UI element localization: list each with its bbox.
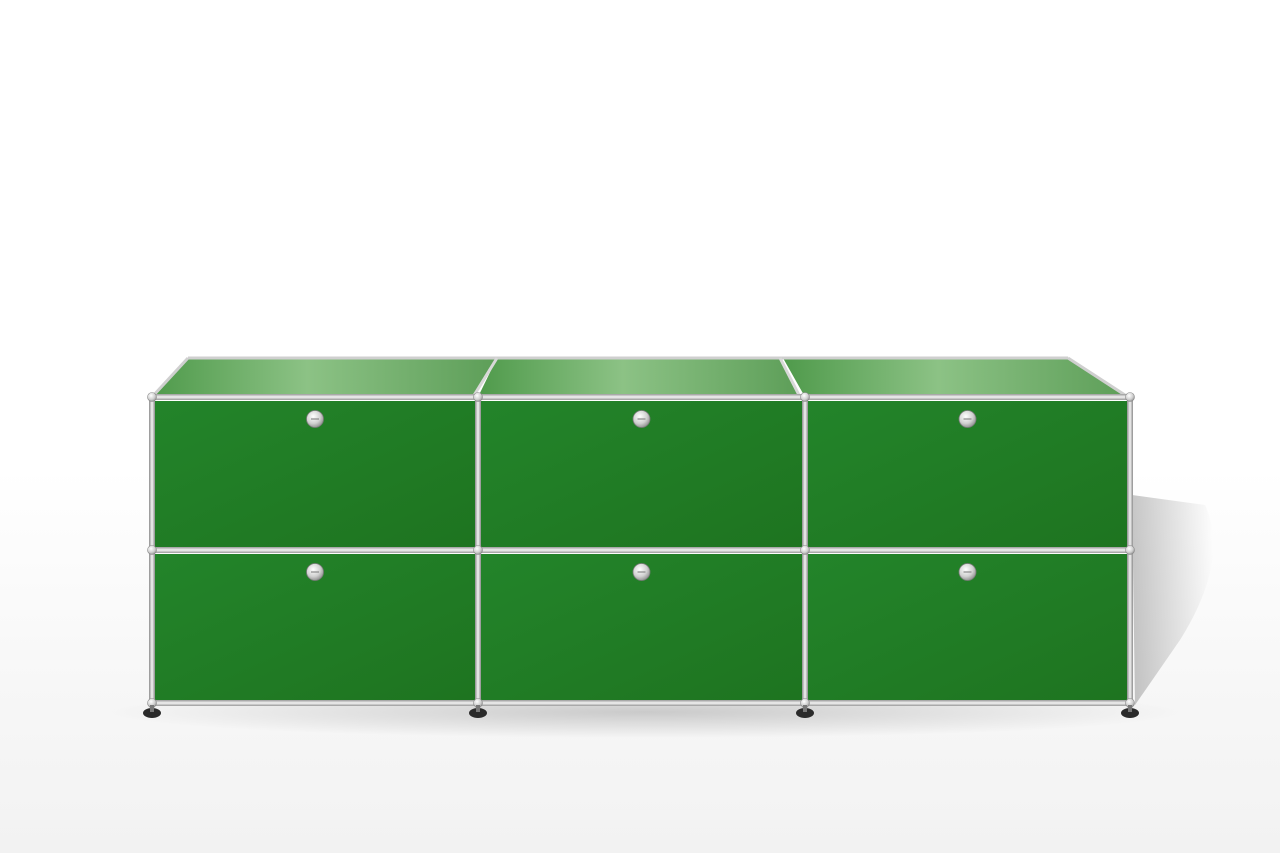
drawer-upper-center (481, 401, 802, 547)
chrome-ball-connector (800, 545, 810, 555)
chrome-ball-connector (1125, 545, 1135, 555)
leveling-foot (469, 708, 487, 718)
drawer-lower-right (808, 554, 1127, 700)
drawer-lower-left (155, 554, 475, 700)
chrome-rail (150, 547, 1132, 553)
chrome-ball-connector (473, 545, 483, 555)
chrome-rail (150, 394, 1132, 400)
chrome-ball-connector (1125, 392, 1135, 402)
chrome-ball-connector (147, 392, 157, 402)
chrome-ball-connector (147, 545, 157, 555)
chrome-ball-connector (800, 392, 810, 402)
chrome-ball-connector (473, 392, 483, 402)
top-surfaces (150, 356, 1129, 399)
foot-stem (803, 705, 807, 712)
foot-stem (1128, 705, 1132, 712)
leveling-foot (796, 708, 814, 718)
side-shadow (1132, 495, 1214, 705)
chrome-frame (147, 392, 1135, 708)
foot-stem (476, 705, 480, 712)
drawer-lower-center (481, 554, 802, 700)
feet (143, 705, 1139, 718)
chrome-rail (150, 700, 1132, 706)
drawer-upper-left (155, 401, 475, 547)
leveling-foot (143, 708, 161, 718)
drawer-panels (155, 401, 1127, 700)
drawer-upper-right (808, 401, 1127, 547)
leveling-foot (1121, 708, 1139, 718)
foot-stem (150, 705, 154, 712)
top-panel-right (783, 358, 1128, 397)
top-panel-left (152, 358, 497, 397)
top-panel-center (478, 358, 800, 397)
